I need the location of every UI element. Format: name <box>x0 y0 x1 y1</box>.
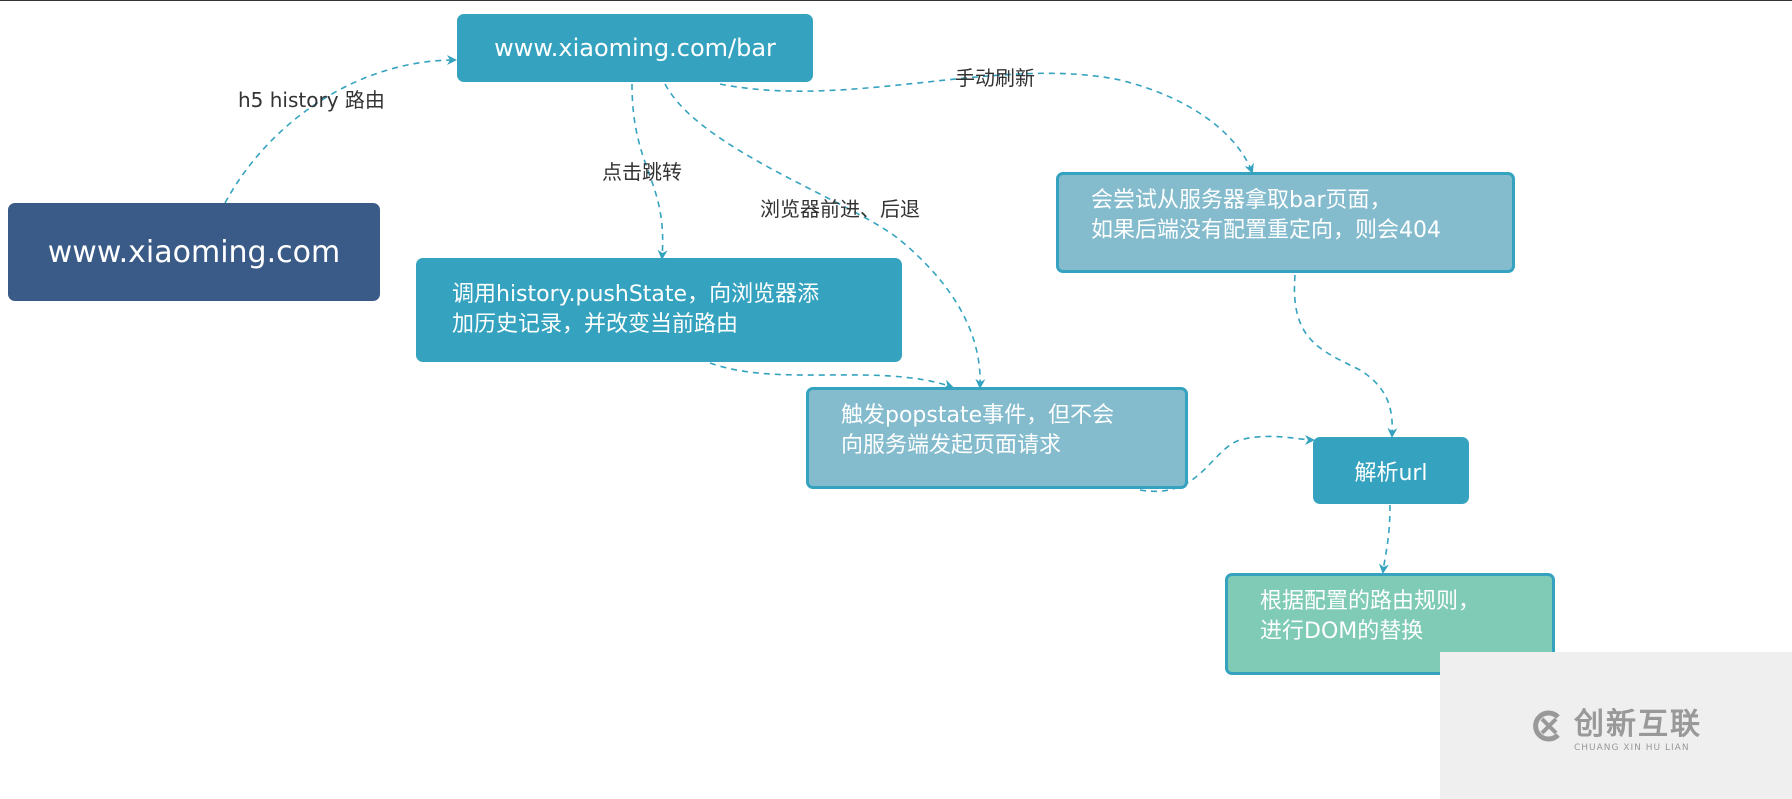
node-push-state-label: 调用history.pushState，向浏览器添 加历史记录，并改变当前路由 <box>452 282 820 337</box>
node-bar: www.xiaoming.com/bar <box>457 14 813 82</box>
edge-bar-to-pushstate <box>631 83 668 260</box>
node-home-label: www.xiaoming.com <box>47 234 341 270</box>
edge-pushstate-to-popstate <box>709 362 954 390</box>
node-server-label: 会尝试从服务器拿取bar页面， 如果后端没有配置重定向，则会404 <box>1091 187 1441 243</box>
label-h5-history: h5 history 路由 <box>238 88 385 112</box>
node-home: www.xiaoming.com <box>8 203 380 301</box>
label-click: 点击跳转 <box>602 160 682 184</box>
watermark-logo-icon <box>1533 710 1560 741</box>
node-popstate-label: 触发popstate事件，但不会 向服务端发起页面请求 <box>841 403 1115 458</box>
node-push-state: 调用history.pushState，向浏览器添 加历史记录，并改变当前路由 <box>416 258 902 362</box>
edge-home-to-bar <box>224 55 457 204</box>
node-parse-url-label: 解析url <box>1354 460 1428 486</box>
watermark-cn: 创新互联 <box>1574 706 1702 742</box>
label-forward-back: 浏览器前进、后退 <box>760 197 920 221</box>
watermark: 创新互联 CHUANG XIN HU LIAN <box>1440 652 1792 799</box>
node-server: 会尝试从服务器拿取bar页面， 如果后端没有配置重定向，则会404 <box>1056 172 1515 273</box>
edge-parse-to-replace <box>1378 504 1391 574</box>
edge-server-to-parse <box>1293 274 1398 438</box>
node-parse-url: 解析url <box>1313 437 1469 504</box>
edge-bar-to-server <box>719 72 1254 174</box>
node-bar-label: www.xiaoming.com/bar <box>494 34 776 62</box>
top-border <box>0 0 1792 1</box>
label-refresh: 手动刷新 <box>955 66 1035 90</box>
watermark-en: CHUANG XIN HU LIAN <box>1574 742 1690 753</box>
node-popstate: 触发popstate事件，但不会 向服务端发起页面请求 <box>806 387 1188 489</box>
node-replace-dom-label: 根据配置的路由规则， 进行DOM的替换 <box>1260 589 1481 644</box>
